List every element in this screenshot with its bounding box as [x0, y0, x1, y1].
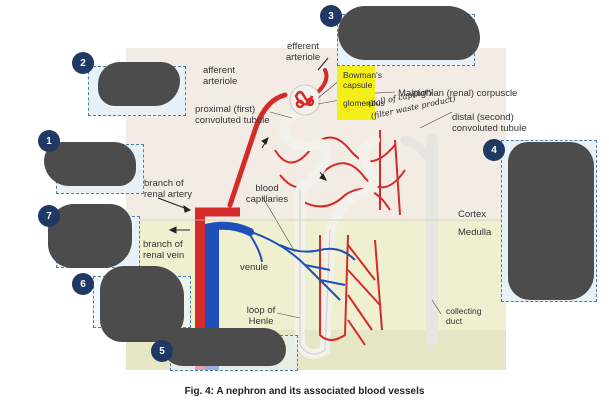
redaction-blob-6 [100, 266, 184, 342]
badge-1: 1 [38, 130, 60, 152]
figure-caption: Fig. 4: A nephron and its associated blo… [184, 386, 425, 397]
cortex-region [126, 48, 506, 220]
badge-6: 6 [72, 273, 94, 295]
leader-lines [261, 79, 453, 319]
label-distal-tubule: distal (second) convoluted tubule [452, 112, 527, 134]
redaction-blob-4 [508, 142, 594, 300]
label-bowmans-capsule: Bowman's capsule [343, 70, 382, 90]
label-proximal-tubule: proximal (first) convoluted tubule [195, 104, 270, 126]
redaction-blob-2 [98, 62, 180, 106]
badge-5: 5 [151, 340, 173, 362]
redaction-blob-5 [162, 328, 286, 366]
label-cortex: Cortex [458, 209, 486, 220]
label-medulla: Medulla [458, 227, 492, 238]
bowmans-capsule [289, 84, 321, 116]
redaction-blob-3 [338, 6, 480, 60]
badge-2: 2 [72, 52, 94, 74]
highlight-bowmans [337, 65, 375, 120]
label-collecting-duct: collecting duct [446, 306, 482, 326]
label-afferent-arteriole: afferent arteriole [203, 65, 238, 87]
label-venule: venule [240, 262, 268, 273]
badge-7: 7 [38, 205, 60, 227]
glomerulus [294, 90, 315, 109]
label-blood-capillaries: blood capillaries [245, 183, 289, 205]
label-branch-renal-artery: branch of renal artery [144, 178, 193, 200]
afferent-arteriole [227, 92, 288, 208]
badge-4: 4 [483, 139, 505, 161]
redaction-blob-7 [48, 204, 132, 268]
collecting-duct-branch [400, 135, 435, 165]
renal-vein-branch [201, 221, 254, 236]
efferent-arteriole [316, 68, 329, 94]
label-efferent-arteriole: efferent arteriole [285, 41, 321, 63]
flow-arrows [157, 57, 329, 234]
redaction-blob-1 [44, 142, 136, 186]
label-malpighian: Malpighian (renal) corpuscle [398, 88, 518, 99]
medulla-capillaries [319, 234, 383, 346]
label-branch-renal-vein: branch of renal vein [143, 239, 185, 261]
label-loop-of-henle: loop of Henle [246, 305, 276, 327]
label-glomerulus: glomerulus [343, 98, 385, 108]
badge-3: 3 [320, 5, 342, 27]
